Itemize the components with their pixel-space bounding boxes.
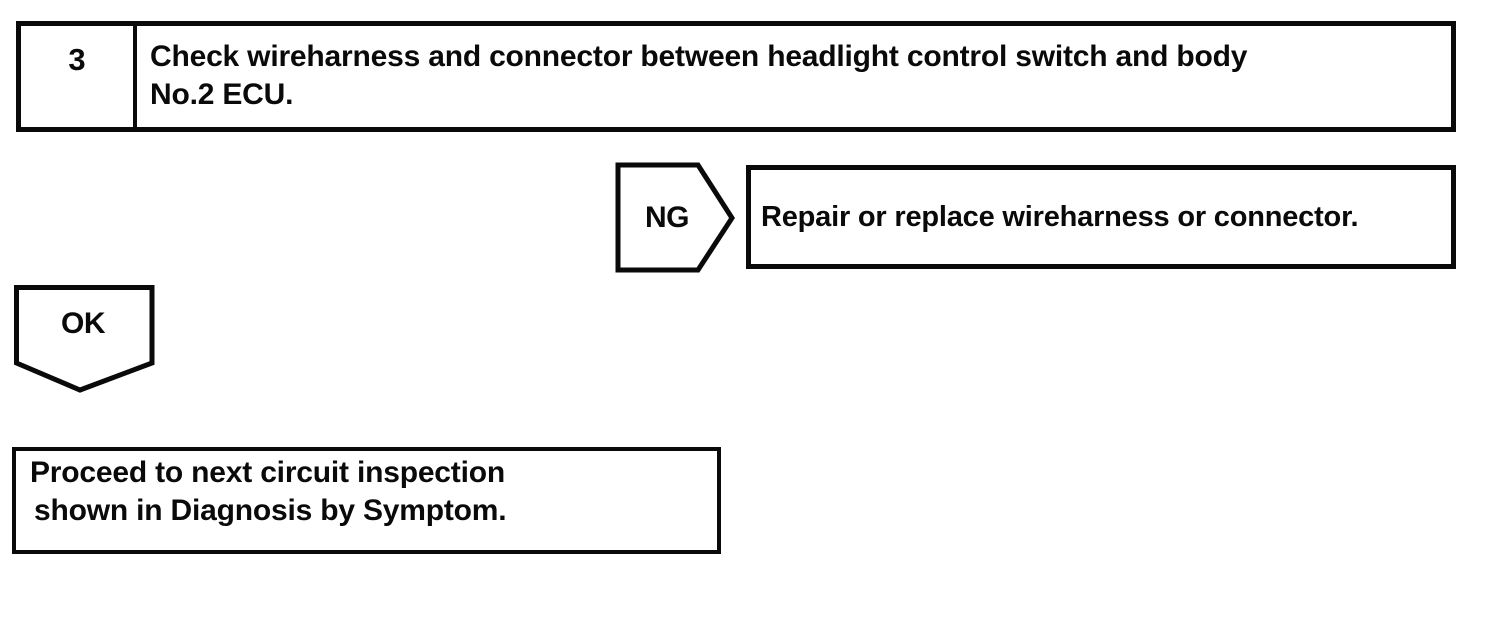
ng-label: NG [645, 200, 690, 234]
step-instruction-line-2: No.2 ECU. [150, 78, 294, 111]
ok-connector: OK [14, 285, 155, 393]
ng-action-box: Repair or replace wireharness or connect… [746, 165, 1456, 269]
ok-pentagon-icon [14, 285, 155, 393]
ok-result-line-2: shown in Diagnosis by Symptom. [34, 494, 507, 527]
ok-result-box: Proceed to next circuit inspection shown… [12, 447, 721, 554]
ng-connector: NG [615, 162, 737, 274]
ok-result-line-1: Proceed to next circuit inspection [30, 456, 505, 489]
step-number: 3 [21, 26, 137, 127]
step-instruction-text: Check wireharness and connector between … [137, 26, 1451, 127]
step-instruction-box: 3 Check wireharness and connector betwee… [16, 21, 1456, 132]
ok-label: OK [61, 307, 106, 340]
step-instruction-line-1: Check wireharness and connector between … [150, 40, 1248, 73]
ng-pentagon-icon [615, 162, 735, 273]
ng-action-text: Repair or replace wireharness or connect… [761, 200, 1359, 233]
